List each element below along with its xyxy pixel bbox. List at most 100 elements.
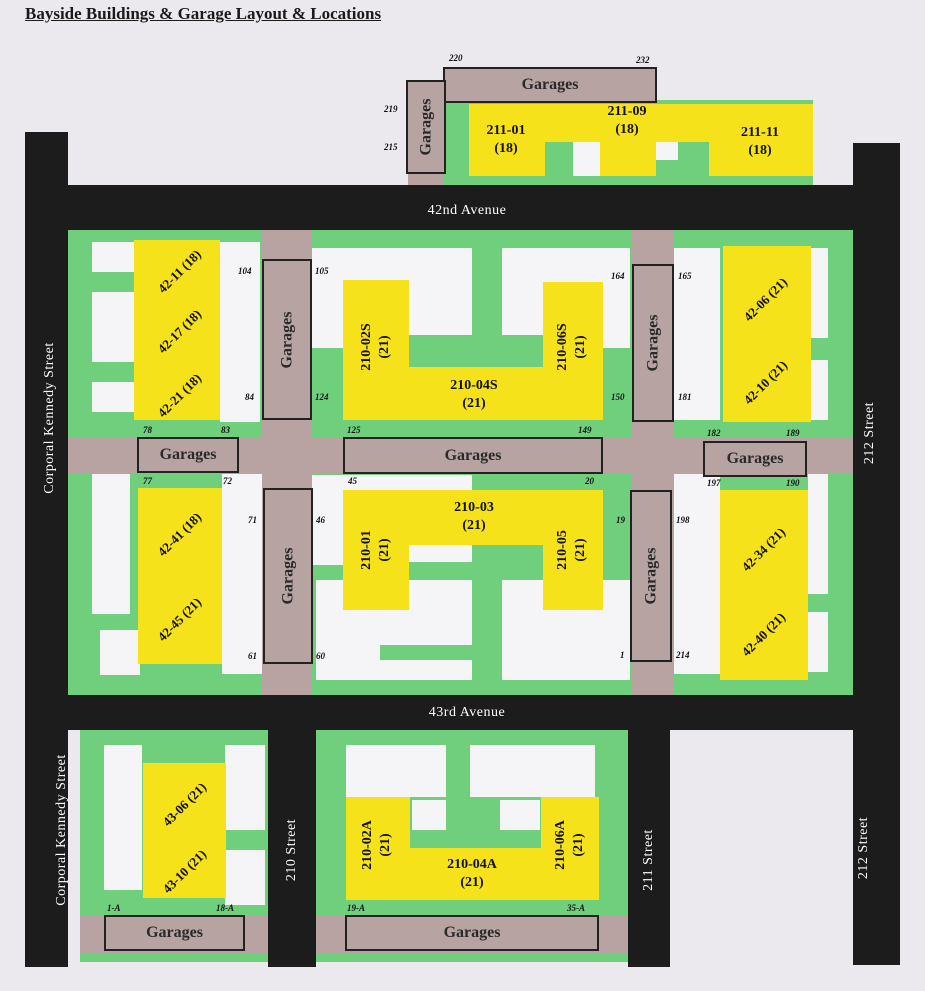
lot	[100, 630, 140, 675]
unit-number: 125	[347, 425, 361, 435]
label-210-05: 210-05(21)	[554, 530, 588, 570]
building-211-09	[600, 104, 656, 176]
lot	[470, 745, 595, 797]
unit-number: 19	[616, 515, 625, 525]
unit-number: 20	[585, 476, 594, 486]
unit-number: 149	[578, 425, 592, 435]
unit-number: 19-A	[347, 903, 365, 913]
building-210-06s	[543, 282, 603, 420]
building-210-05	[543, 490, 603, 610]
road-label-210-street: 210 Street	[284, 818, 299, 882]
unit-number: 181	[678, 392, 692, 402]
unit-number: 104	[238, 266, 252, 276]
unit-number: 232	[636, 55, 650, 65]
unit-number: 84	[245, 392, 254, 402]
unit-number: 105	[315, 266, 329, 276]
label-210-01: 210-01(21)	[358, 530, 392, 570]
courtyard	[573, 142, 600, 176]
label-211-09: 211-09(18)	[607, 103, 647, 137]
lot	[92, 382, 134, 412]
unit-number: 189	[786, 428, 800, 438]
garage-1-214: Garages	[630, 490, 672, 662]
road-label-corporal-kennedy-upper: Corporal Kennedy Street	[42, 342, 57, 494]
page-title: Bayside Buildings & Garage Layout & Loca…	[25, 4, 382, 23]
unit-number: 1	[620, 650, 625, 660]
lot	[92, 292, 134, 362]
road-label-211-street: 211 Street	[641, 829, 656, 891]
label-210-02s: 210-02S(21)	[358, 323, 392, 371]
courtyard	[656, 142, 678, 160]
lot	[222, 474, 262, 674]
unit-number: 219	[384, 104, 398, 114]
lot	[810, 360, 828, 420]
unit-number: 18-A	[216, 903, 234, 913]
road-43rd-avenue	[68, 695, 853, 730]
unit-number: 83	[221, 425, 230, 435]
unit-number: 72	[223, 476, 232, 486]
label-211-11: 211-11(18)	[740, 124, 780, 158]
garage-84-124: Garages	[262, 259, 312, 420]
unit-number: 46	[316, 515, 325, 525]
building-211-01	[469, 104, 545, 176]
unit-number: 1-A	[107, 903, 121, 913]
building-210-06a	[541, 797, 599, 900]
unit-number: 45	[348, 476, 357, 486]
label-210-02a: 210-02A(21)	[359, 820, 393, 870]
lot	[670, 248, 720, 420]
road-212-street	[853, 143, 900, 965]
road-label-212-street-upper: 212 Street	[862, 401, 877, 465]
label-210-06s: 210-06S(21)	[554, 323, 588, 371]
road-corporal-kennedy	[25, 132, 68, 967]
lot	[672, 474, 720, 674]
path	[405, 562, 545, 580]
garage-20-149: Garages	[343, 437, 603, 474]
label-211-01: 211-01(18)	[486, 122, 526, 156]
garage-182-197: Garages	[703, 441, 807, 477]
unit-number: 71	[248, 515, 257, 525]
lot	[92, 242, 134, 272]
road-210-street	[268, 730, 316, 967]
road-42nd-avenue	[25, 185, 900, 230]
garage-1a-18a: Garages	[104, 915, 245, 951]
garage-150-181: Garages	[632, 264, 674, 422]
unit-number: 165	[678, 271, 692, 281]
unit-number: 164	[611, 271, 625, 281]
unit-number: 182	[707, 428, 721, 438]
lot	[500, 800, 540, 830]
road-label-43rd-avenue: 43rd Avenue	[428, 705, 506, 720]
unit-number: 60	[316, 651, 325, 661]
road-label-212-street-lower: 212 Street	[856, 816, 871, 880]
unit-number: 190	[786, 478, 800, 488]
unit-number: 150	[611, 392, 625, 402]
garage-19a-35a: Garages	[345, 915, 599, 951]
unit-number: 197	[707, 478, 721, 488]
lot	[808, 612, 828, 672]
garage-220-232: Garages	[443, 67, 657, 103]
unit-number: 215	[384, 142, 398, 152]
building-42-06-10	[723, 246, 811, 422]
unit-number: 124	[315, 392, 329, 402]
path	[405, 335, 545, 353]
path	[472, 248, 502, 373]
building-211-11	[709, 104, 813, 176]
unit-number: 198	[676, 515, 690, 525]
lot	[412, 800, 446, 830]
road-label-42nd-avenue: 42nd Avenue	[427, 203, 507, 218]
building-42-11-17-21	[134, 240, 220, 420]
garage-72-83: Garages	[137, 437, 239, 473]
building-42-41-45	[138, 488, 222, 664]
label-210-04a: 210-04A(21)	[447, 856, 497, 890]
lot	[220, 242, 260, 422]
lot	[808, 474, 828, 594]
unit-number: 77	[143, 476, 152, 486]
lot	[92, 474, 130, 614]
label-210-04s: 210-04S(21)	[450, 377, 498, 411]
lot	[225, 850, 265, 905]
building-210-01	[343, 490, 409, 610]
road-label-corporal-kennedy-lower: Corporal Kennedy Street	[54, 754, 69, 906]
unit-number: 220	[449, 53, 463, 63]
road-211-street	[628, 690, 670, 967]
unit-number: 214	[676, 650, 690, 660]
building-42-34-40	[720, 490, 808, 680]
lot	[225, 745, 265, 830]
